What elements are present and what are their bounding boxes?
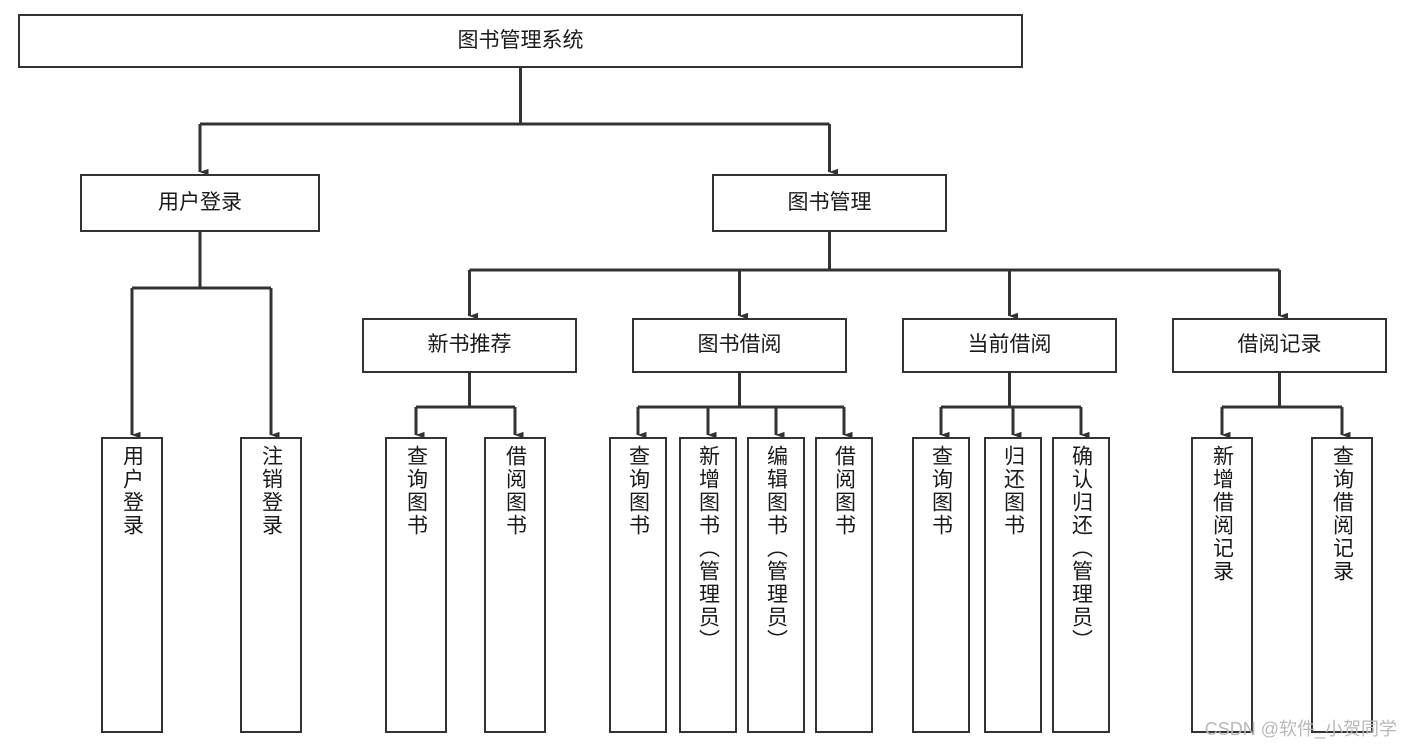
node-root[interactable]: 图书管理系统 xyxy=(18,14,1023,68)
node-f-bl-borrow[interactable]: 借阅图书 xyxy=(815,437,873,733)
node-f-nb-query[interactable]: 查询图书 xyxy=(385,437,447,733)
node-records[interactable]: 借阅记录 xyxy=(1172,318,1387,373)
node-label-f-cb-confirm: 确认归还（管理员） xyxy=(1069,445,1093,652)
node-label-login: 用户登录 xyxy=(158,190,242,214)
watermark-label: CSDN @软件_小贺同学 xyxy=(1204,719,1397,739)
node-login[interactable]: 用户登录 xyxy=(80,174,320,232)
node-label-f-bl-query: 查询图书 xyxy=(626,445,650,537)
node-label-f-logout: 注销登录 xyxy=(259,445,283,537)
node-label-f-cb-query: 查询图书 xyxy=(929,445,953,537)
node-label-current: 当前借阅 xyxy=(967,333,1052,357)
node-f-rc-add[interactable]: 新增借阅记录 xyxy=(1191,437,1253,733)
node-label-borrow: 图书借阅 xyxy=(697,333,782,357)
node-label-f-nb-borrow: 借阅图书 xyxy=(503,445,527,537)
node-label-root: 图书管理系统 xyxy=(457,28,584,52)
node-borrow[interactable]: 图书借阅 xyxy=(632,318,847,373)
node-label-bookmgmt: 图书管理 xyxy=(787,190,872,214)
node-label-f-rc-query: 查询借阅记录 xyxy=(1330,445,1354,583)
node-f-bl-edit[interactable]: 编辑图书（管理员） xyxy=(747,437,805,733)
node-label-f-cb-return: 归还图书 xyxy=(1001,445,1025,537)
edge-group xyxy=(130,68,1351,439)
node-label-newbook: 新书推荐 xyxy=(427,333,512,357)
node-newbook[interactable]: 新书推荐 xyxy=(362,318,577,373)
node-f-nb-borrow[interactable]: 借阅图书 xyxy=(484,437,546,733)
node-f-rc-query[interactable]: 查询借阅记录 xyxy=(1311,437,1373,733)
node-f-cb-query[interactable]: 查询图书 xyxy=(912,437,970,733)
node-label-f-login: 用户登录 xyxy=(120,445,144,537)
node-f-cb-return[interactable]: 归还图书 xyxy=(984,437,1042,733)
node-f-login[interactable]: 用户登录 xyxy=(101,437,163,733)
node-current[interactable]: 当前借阅 xyxy=(902,318,1117,373)
node-label-f-bl-edit: 编辑图书（管理员） xyxy=(764,445,788,652)
node-label-f-bl-add: 新增图书（管理员） xyxy=(696,445,720,652)
node-label-f-nb-query: 查询图书 xyxy=(404,445,428,537)
node-label-f-bl-borrow: 借阅图书 xyxy=(832,445,856,537)
node-label-f-rc-add: 新增借阅记录 xyxy=(1210,445,1234,583)
node-f-logout[interactable]: 注销登录 xyxy=(240,437,302,733)
node-label-records: 借阅记录 xyxy=(1237,333,1322,357)
node-f-bl-query[interactable]: 查询图书 xyxy=(609,437,667,733)
node-f-cb-confirm[interactable]: 确认归还（管理员） xyxy=(1052,437,1110,733)
node-f-bl-add[interactable]: 新增图书（管理员） xyxy=(679,437,737,733)
node-bookmgmt[interactable]: 图书管理 xyxy=(712,174,947,232)
